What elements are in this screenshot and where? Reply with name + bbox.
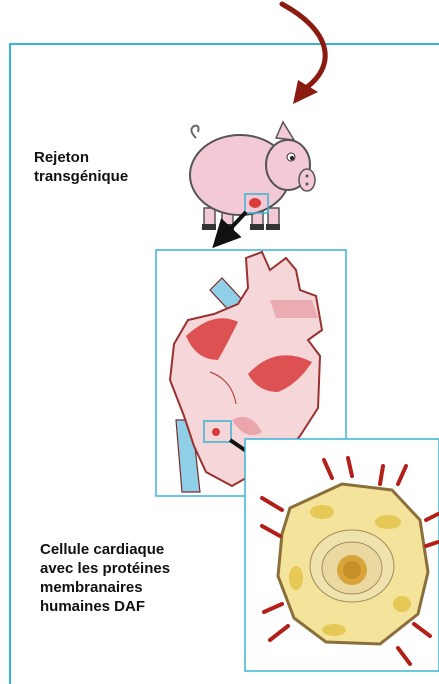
cell-icon — [278, 484, 428, 644]
cell-label: Cellule cardiaque avec les protéines mem… — [40, 540, 240, 616]
cell-label-line-3: membranaires — [40, 578, 240, 597]
offspring-label: Rejeton transgénique — [34, 148, 174, 186]
offspring-label-line-2: transgénique — [34, 167, 174, 186]
cell-label-line-1: Cellule cardiaque — [40, 540, 240, 559]
offspring-label-line-1: Rejeton — [34, 148, 174, 167]
cell-label-line-2: avec les protéines — [40, 559, 240, 578]
curved-arrow-icon — [282, 4, 325, 104]
cell-label-line-4: humaines DAF — [40, 597, 240, 616]
pig-icon — [190, 122, 315, 230]
